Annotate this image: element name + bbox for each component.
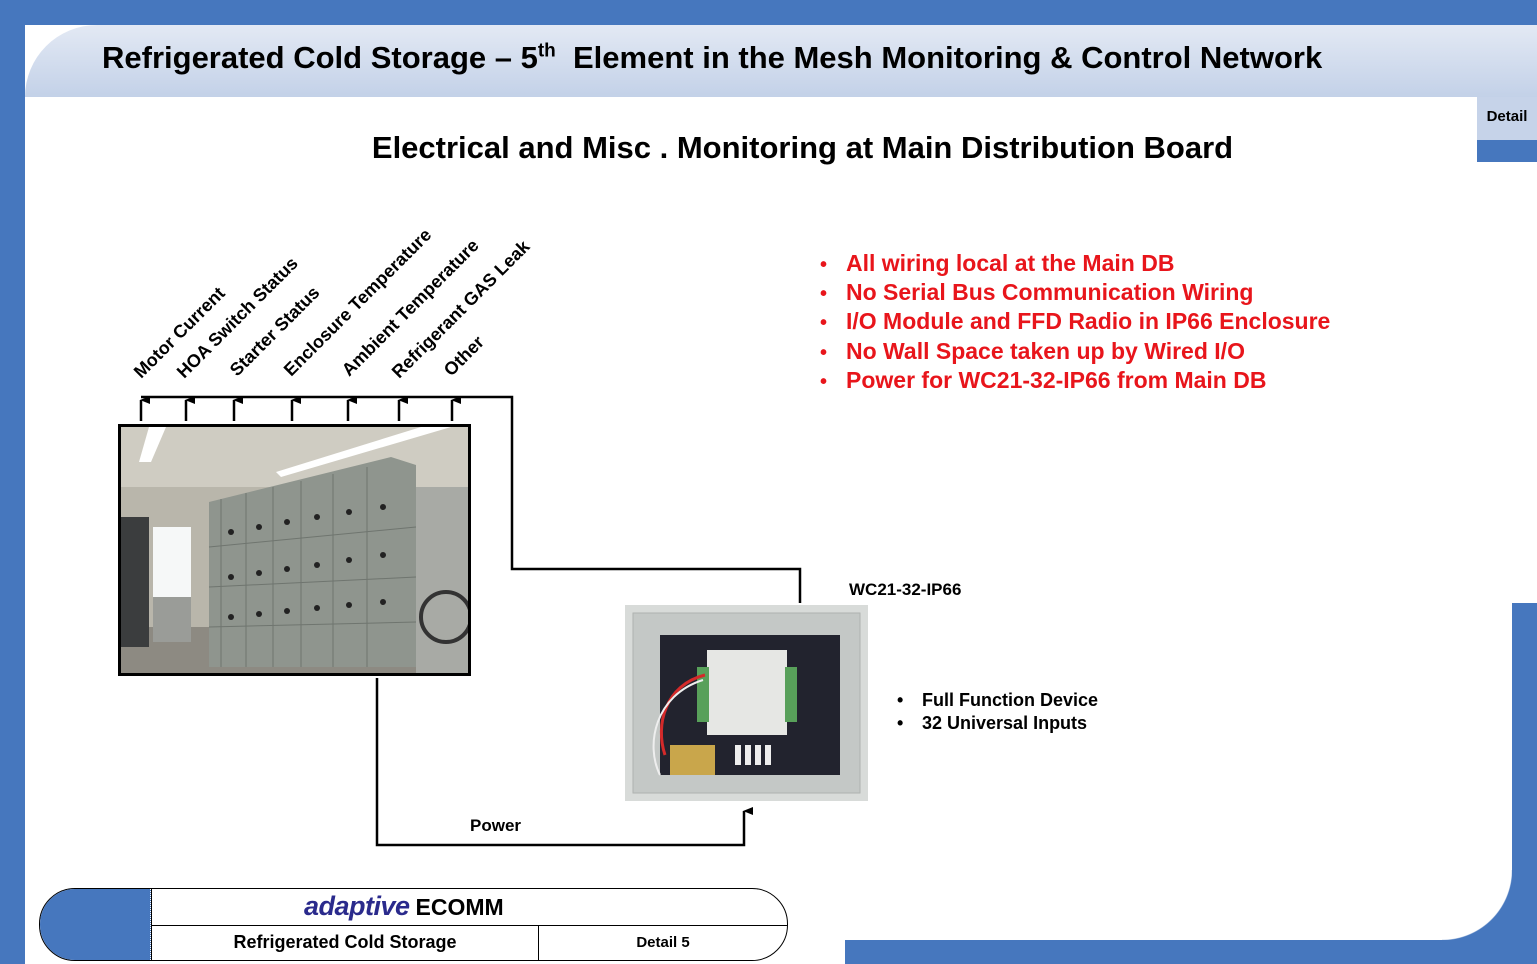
header-bar <box>25 25 1537 97</box>
footer-detail-number: Detail 5 <box>636 934 690 951</box>
benefit-item: No Wall Space taken up by Wired I/O <box>820 338 1330 367</box>
benefit-item: No Serial Bus Communication Wiring <box>820 279 1330 308</box>
benefit-item: All wiring local at the Main DB <box>820 250 1330 279</box>
detail-tab[interactable]: Detail <box>1477 97 1537 140</box>
detail-tab-bar <box>1477 140 1537 162</box>
corner-curve <box>1442 870 1512 940</box>
feature-item: Full Function Device <box>897 690 1098 713</box>
bottom-band <box>845 940 1537 964</box>
footer-project-name: Refrigerated Cold Storage <box>233 932 457 952</box>
benefits-list: All wiring local at the Main DB No Seria… <box>820 250 1330 396</box>
feature-item: 32 Universal Inputs <box>897 713 1098 736</box>
signal-bus-line <box>141 395 802 603</box>
benefit-item: Power for WC21-32-IP66 from Main DB <box>820 367 1330 396</box>
benefit-item: I/O Module and FFD Radio in IP66 Enclosu… <box>820 308 1330 337</box>
slide-subtitle: Electrical and Misc . Monitoring at Main… <box>371 130 1234 165</box>
power-label: Power <box>470 816 522 835</box>
main-distribution-board-photo <box>118 424 473 676</box>
device-features-list: Full Function Device 32 Universal Inputs <box>897 690 1098 736</box>
divider <box>538 925 539 960</box>
wc21-enclosure-photo <box>625 605 868 801</box>
device-label: WC21-32-IP66 <box>849 580 962 599</box>
power-line <box>375 678 753 847</box>
left-band <box>0 0 25 964</box>
top-band <box>0 0 1537 25</box>
divider <box>151 889 152 960</box>
right-band <box>1512 603 1537 964</box>
divider <box>151 925 787 926</box>
footer-accent <box>40 889 151 960</box>
page-title: Refrigerated Cold Storage – 5th Element … <box>102 40 1323 75</box>
